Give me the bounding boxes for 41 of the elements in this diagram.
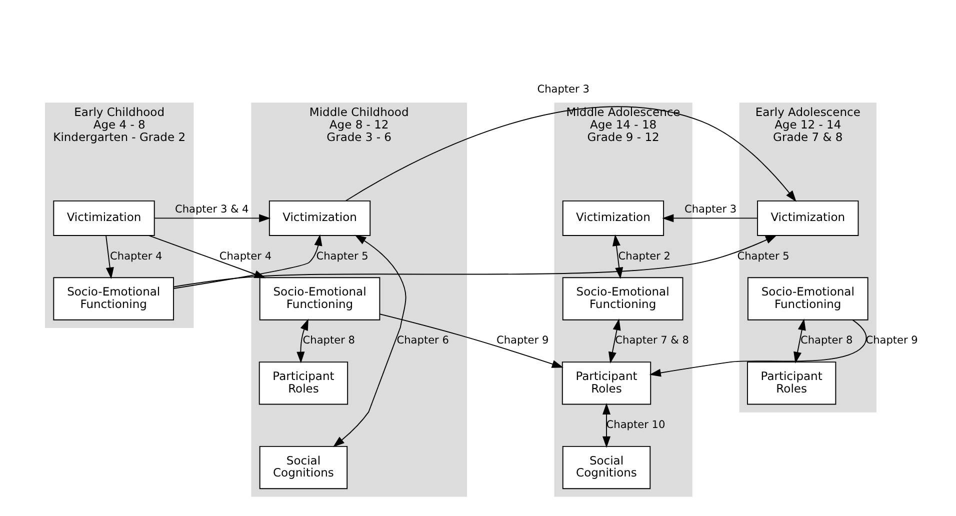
node-box: Victimization	[53, 200, 155, 236]
arrow	[379, 314, 564, 368]
node-box: Victimization	[757, 200, 859, 236]
edge-label: Chapter 5	[316, 250, 368, 262]
node-box: Socio-Emotional Functioning	[562, 277, 684, 320]
node-box: Victimization	[268, 200, 371, 236]
arrow	[345, 106, 796, 202]
arrow	[332, 234, 406, 448]
edge-label: Chapter 6	[396, 334, 449, 347]
edge-label: Chapter 9	[866, 334, 918, 347]
arrow	[662, 214, 758, 222]
node-box: Social Cognitions	[259, 446, 348, 490]
edge-label: Chapter 3	[537, 83, 590, 96]
edge-label: Chapter 5	[737, 250, 790, 262]
edge-label: Chapter 2	[618, 250, 670, 262]
arrow	[173, 235, 778, 288]
edge-label: Chapter 8	[800, 334, 853, 347]
node-box: Socio-Emotional Functioning	[259, 277, 380, 320]
edge-label: Chapter 4	[110, 250, 162, 262]
edge-label: Chapter 9	[496, 334, 549, 347]
edge-label: Chapter 4	[219, 250, 272, 262]
arrow	[154, 214, 271, 222]
edge-label: Chapter 7 & 8	[615, 334, 689, 347]
arrow	[173, 234, 322, 289]
arrow	[602, 403, 611, 448]
arrow	[608, 318, 621, 364]
arrow	[794, 318, 806, 364]
node-box: Socio-Emotional Functioning	[747, 277, 868, 320]
edge-label: Chapter 3	[684, 203, 737, 216]
node-box: Participant Roles	[747, 362, 836, 405]
arrow	[612, 234, 624, 279]
node-box: Participant Roles	[562, 362, 652, 405]
edge-label: Chapter 3 & 4	[175, 203, 249, 216]
node-box: Victimization	[562, 200, 664, 236]
node-box: Socio-Emotional Functioning	[53, 277, 174, 320]
node-box: Social Cognitions	[562, 446, 651, 490]
edge-label: Chapter 8	[302, 334, 355, 347]
arrow	[649, 319, 867, 377]
arrow	[296, 318, 308, 364]
node-box: Participant Roles	[258, 362, 348, 405]
arrow	[106, 235, 114, 279]
